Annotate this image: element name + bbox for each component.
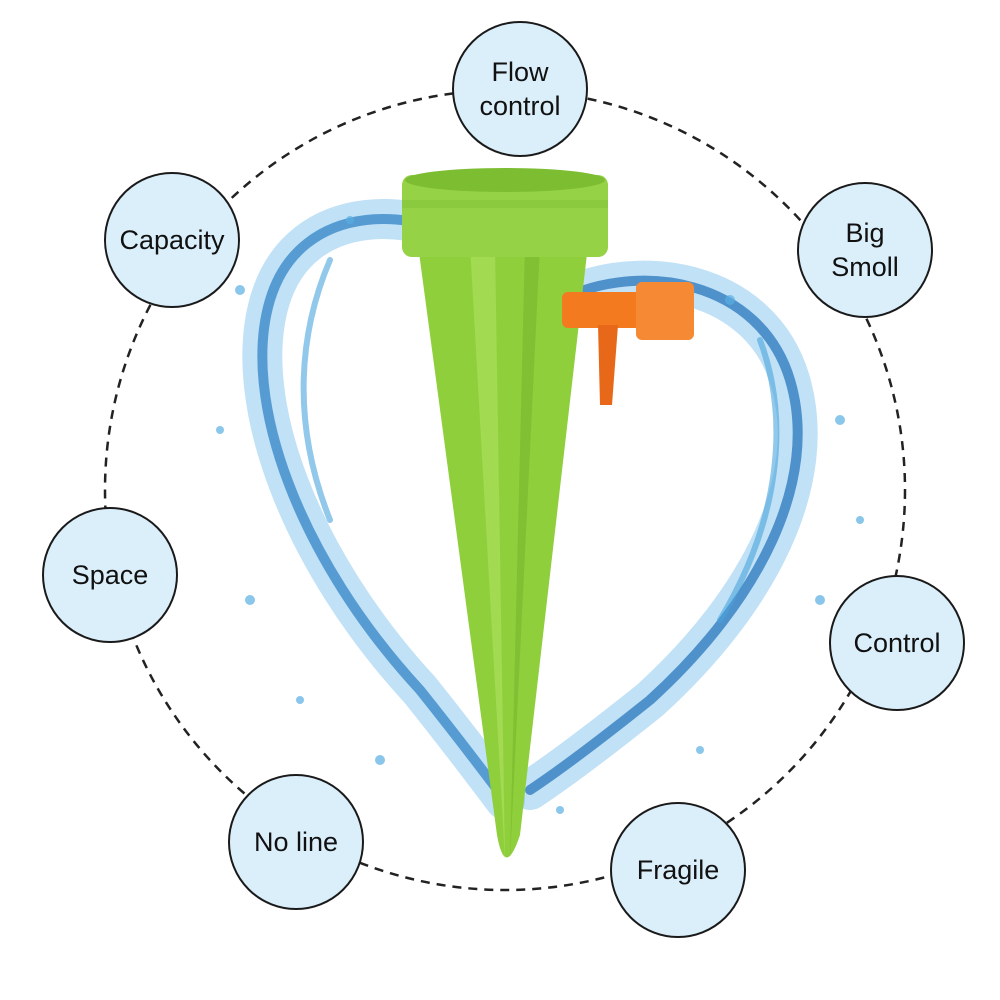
watering-spike [402, 168, 608, 860]
flow-valve [562, 282, 694, 405]
feature-label: Space [71, 560, 149, 590]
water-droplets [216, 216, 864, 814]
dashed-ring [103, 88, 907, 892]
feature-big-smoll: Big Smoll [797, 182, 933, 318]
feature-label: Fragile [636, 855, 720, 885]
feature-label: Flow control [479, 57, 561, 121]
feature-label: Capacity [119, 225, 225, 255]
feature-no-line: No line [228, 774, 364, 910]
feature-capacity: Capacity [104, 172, 240, 308]
feature-label: No line [253, 827, 339, 857]
feature-label: Big Smoll [831, 218, 899, 282]
feature-label: Control [853, 628, 941, 658]
feature-space: Space [42, 507, 178, 643]
feature-flow-control: Flow control [452, 21, 588, 157]
feature-control: Control [829, 575, 965, 711]
feature-fragile: Fragile [610, 802, 746, 938]
